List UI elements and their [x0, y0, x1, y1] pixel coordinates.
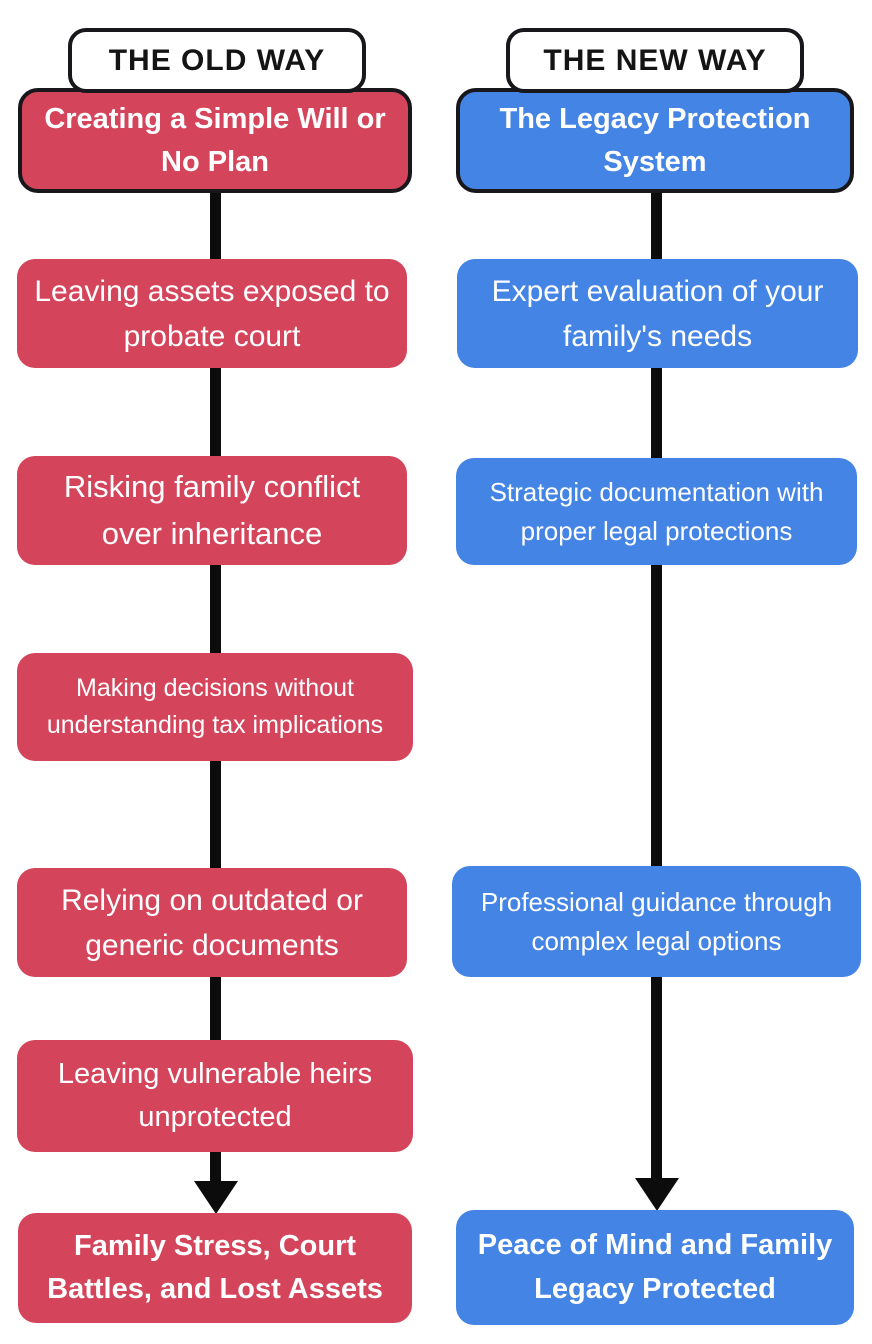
- new-step-1-box: Expert evaluation of your family's needs: [457, 259, 858, 368]
- arrow-down-icon: [194, 1181, 238, 1214]
- new-result-box: Peace of Mind and Family Legacy Protecte…: [456, 1210, 854, 1325]
- old-step-1-box: Leaving assets exposed to probate court: [17, 259, 407, 368]
- old-step-3-box: Making decisions without understanding t…: [17, 653, 413, 761]
- old-top-box: Creating a Simple Will or No Plan: [18, 88, 412, 193]
- old-way-header: THE OLD WAY: [68, 28, 366, 93]
- old-step-4-box: Relying on outdated or generic documents: [17, 868, 407, 977]
- old-result-box: Family Stress, Court Battles, and Lost A…: [18, 1213, 412, 1323]
- new-flow-line: [651, 190, 662, 1183]
- new-top-box: The Legacy Protection System: [456, 88, 854, 193]
- arrow-down-icon: [635, 1178, 679, 1211]
- new-step-2-box: Strategic documentation with proper lega…: [456, 458, 857, 565]
- old-step-5-box: Leaving vulnerable heirs unprotected: [17, 1040, 413, 1152]
- new-step-3-box: Professional guidance through complex le…: [452, 866, 861, 977]
- old-step-2-box: Risking family conflict over inheritance: [17, 456, 407, 565]
- new-way-header: THE NEW WAY: [506, 28, 804, 93]
